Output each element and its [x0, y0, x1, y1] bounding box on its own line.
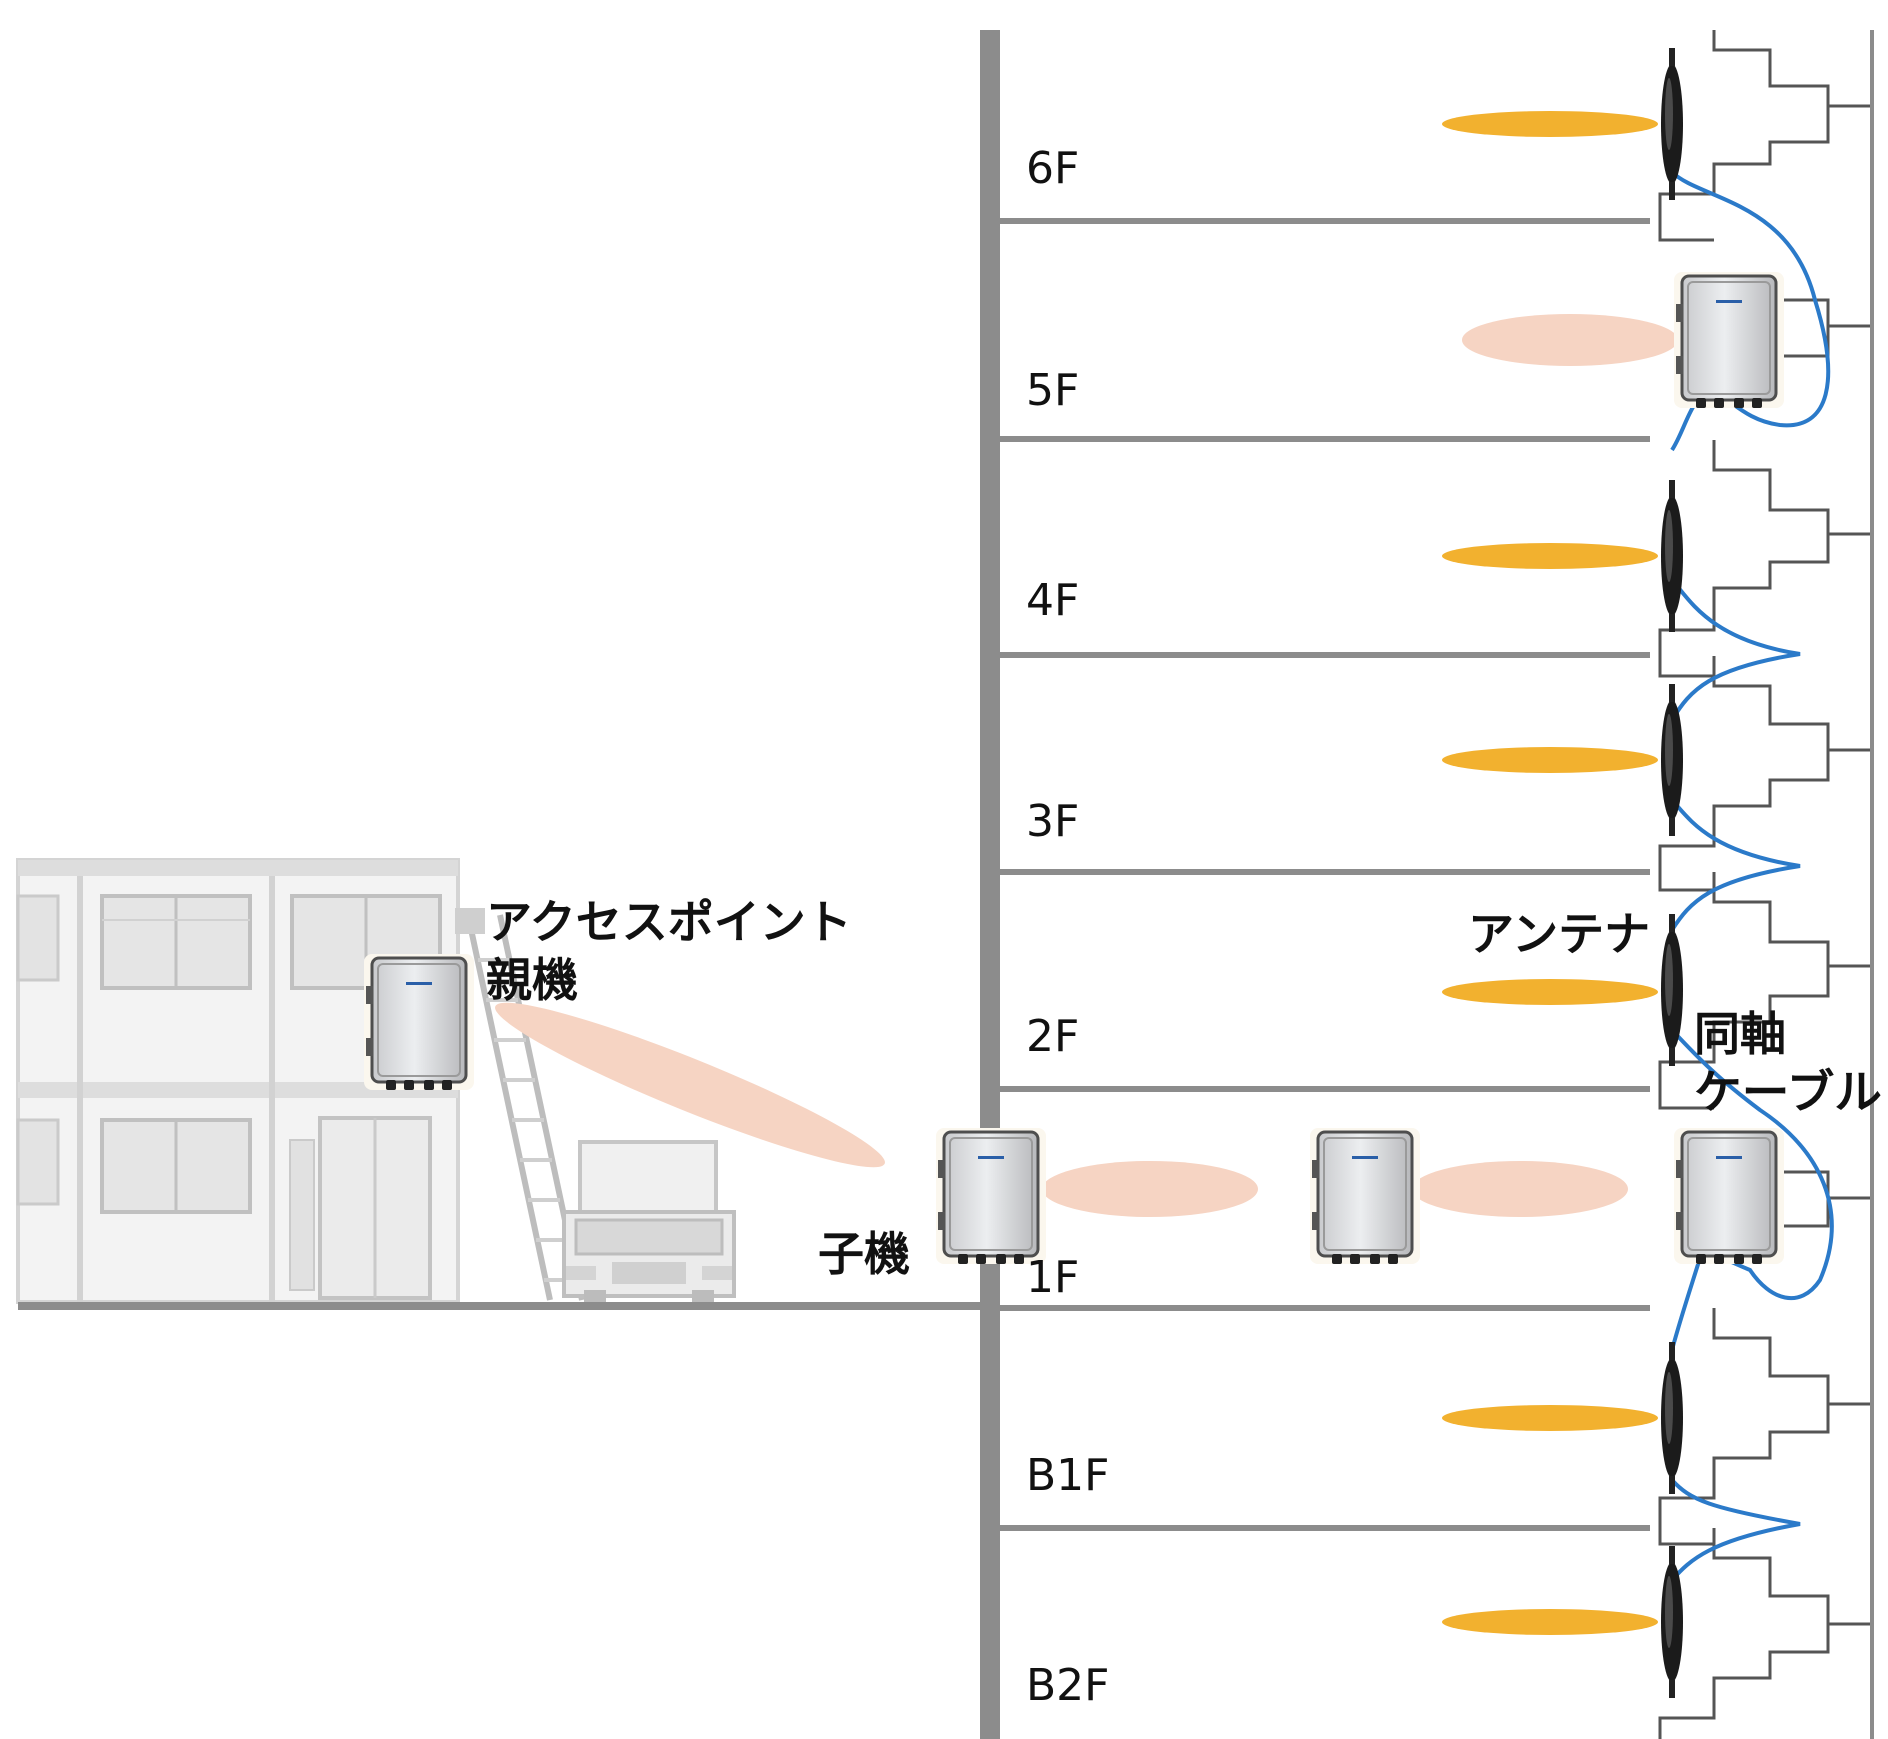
building-wall-left	[980, 30, 1000, 1739]
antenna-label: アンテナ	[1468, 907, 1650, 961]
antenna-beams	[1442, 111, 1658, 1635]
floor-label: 1F	[1026, 1252, 1079, 1303]
floor-slabs	[1000, 218, 1650, 1531]
coax-cable-label-line1: 同軸	[1694, 1007, 1786, 1061]
coax-cable-label-line2: ケーブル	[1694, 1065, 1882, 1119]
floor-label: B1F	[1026, 1450, 1110, 1501]
floor-label: 2F	[1026, 1011, 1079, 1062]
floor-label: 6F	[1026, 143, 1079, 194]
floor-label: 4F	[1026, 575, 1079, 626]
child-unit-label: 子機	[818, 1227, 910, 1281]
floor-label: 5F	[1026, 365, 1079, 416]
ground-line	[18, 1302, 988, 1310]
parent-unit-label: 親機	[486, 953, 578, 1007]
stairwell-outline	[1658, 30, 1872, 1739]
truck-icon	[562, 1140, 736, 1304]
ap-beams	[495, 314, 1678, 1217]
floor-label: 3F	[1026, 796, 1079, 847]
floor-label: B2F	[1026, 1660, 1110, 1711]
access-point-label: アクセスポイント	[486, 895, 852, 949]
building-wall-right	[1872, 30, 1888, 1739]
floor-labels: 6F 5F 4F 3F 2F 1F B1F B2F	[1026, 143, 1110, 1711]
